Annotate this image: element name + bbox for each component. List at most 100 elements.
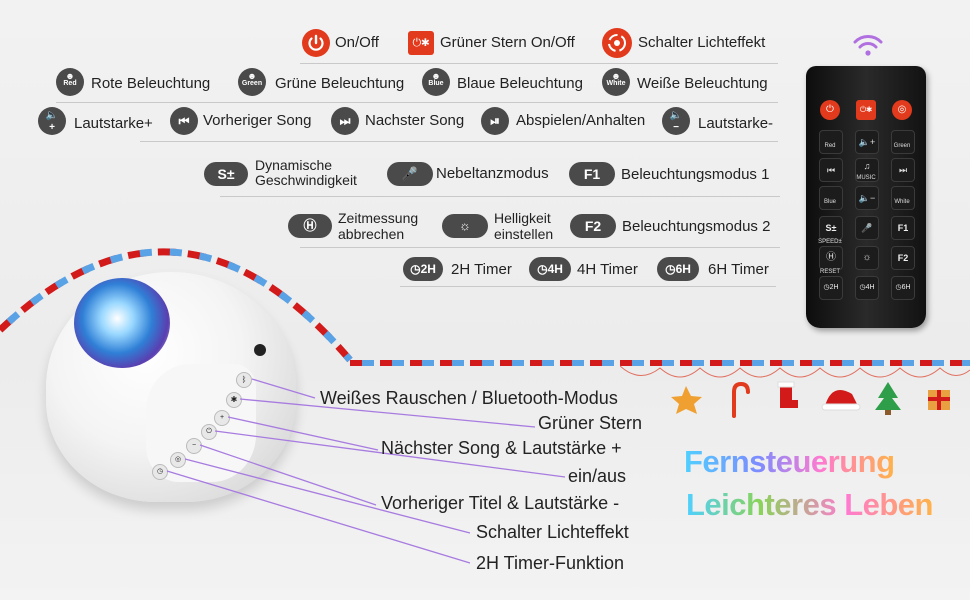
pill-text: 4H (547, 262, 563, 276)
divider (300, 63, 778, 64)
legend-label: Nebeltanzmodus (436, 165, 549, 182)
remote-tag: S± (825, 223, 837, 233)
white-light-icon: ☻White (602, 68, 630, 96)
remote-next-button[interactable]: ⏭ (891, 158, 915, 182)
divider (220, 196, 780, 197)
green-light-icon: ☻Green (238, 68, 266, 96)
remote-f1-button[interactable]: F1 (891, 216, 915, 240)
remote-music-button[interactable]: ♫MUSIC (855, 158, 879, 182)
icon-tag: Red (63, 80, 77, 87)
power-icon (302, 29, 330, 57)
divider (400, 286, 776, 287)
stocking-icon (780, 384, 792, 402)
legend-label: Beleuchtungsmodus 1 (621, 166, 770, 183)
timer-cancel-icon: Ⓗ (288, 214, 332, 238)
legend-label: 2H Timer (451, 261, 512, 278)
remote-speed-button[interactable]: S± (819, 216, 843, 240)
legend-label: 6H Timer (708, 261, 769, 278)
blue-light-icon: ☻Blue (422, 68, 450, 96)
remote-red-button[interactable]: Red (819, 130, 843, 154)
remote-reset-label: RESET (819, 269, 840, 275)
legend-label: 4H Timer (577, 261, 638, 278)
remote-tag: F1 (897, 223, 909, 233)
callout-previous: Vorheriger Titel & Lautstärke - (381, 493, 620, 513)
remote-nebula-button[interactable]: 🎤 (855, 216, 879, 240)
remote-green-button[interactable]: Green (891, 130, 915, 154)
candy-cane-icon (732, 381, 750, 418)
remote-light-effect-button[interactable]: ◎ (892, 100, 912, 120)
remote-tag: Red (824, 143, 836, 149)
device-button-previous[interactable]: − (186, 438, 202, 454)
remote-tag: MUSIC (856, 175, 876, 181)
wifi-icon (853, 35, 883, 56)
remote-f2-button[interactable]: F2 (891, 246, 915, 270)
callout-light-effect: Schalter Lichteffekt (476, 522, 629, 542)
legend-label: Lautstarke+ (74, 115, 153, 132)
callout-bluetooth: Weißes Rauschen / Bluetooth-Modus (320, 388, 618, 408)
legend-label: Schalter Lichteffekt (638, 34, 766, 51)
remote-power-button[interactable]: ⏻ (820, 100, 840, 120)
timer-2h-icon: ◷2H (403, 257, 443, 281)
f2-icon: F2 (570, 214, 616, 238)
projector-lens (74, 278, 170, 368)
remote-green-star-button[interactable]: ⏻✱ (856, 100, 876, 120)
remote-4h-button[interactable]: ◷4H (855, 276, 879, 300)
green-star-icon: ⏻✱ (408, 31, 434, 55)
legend-label: Lautstarke- (698, 115, 774, 132)
legend-label: Vorheriger Song (203, 112, 312, 129)
remote-volume-up-button[interactable]: 🔈+ (855, 130, 879, 154)
remote-2h-button[interactable]: ◷2H (819, 276, 843, 300)
headline-line-1: Fernsteuerung (684, 444, 895, 479)
play-pause-icon: ⏯ (481, 107, 509, 135)
legend-label: abbrechen (338, 226, 405, 242)
light-effect-icon (602, 28, 632, 58)
remote-volume-down-button[interactable]: 🔈− (855, 186, 879, 210)
callout-green-star: Grüner Stern (538, 413, 643, 433)
legend-label: Grüner Stern On/Off (440, 34, 575, 51)
remote-speed-label: SPEED± (818, 239, 842, 245)
remote-tag: 2H (829, 284, 839, 291)
divider (140, 141, 778, 142)
star-icon (671, 386, 702, 414)
device-button-bluetooth[interactable]: ᛒ (236, 372, 252, 388)
remote-control: ⏻ ⏻✱ ◎ Red 🔈+ Green ⏮ ♫MUSIC ⏭ Blue 🔈− W… (806, 66, 926, 328)
santa-hat-icon (825, 390, 858, 406)
remote-tag: Blue (823, 199, 836, 205)
icon-tag: Blue (428, 80, 444, 87)
previous-icon: ⏮ (170, 107, 198, 135)
remote-white-button[interactable]: White (891, 186, 915, 210)
legend-label: Helligkeit (494, 210, 551, 226)
legend-label: Nachster Song (365, 112, 465, 129)
callout-timer: 2H Timer-Funktion (476, 553, 625, 573)
legend-label: Beleuchtungsmodus 2 (622, 218, 771, 235)
legend-label: Abspielen/Anhalten (516, 112, 646, 129)
legend-label: Geschwindigkeit (255, 172, 357, 188)
callout-next-song: Nächster Song & Lautstärke + (381, 438, 622, 458)
brightness-icon: ☼ (442, 214, 488, 238)
remote-previous-button[interactable]: ⏮ (819, 158, 843, 182)
speed-icon: S± (204, 162, 248, 186)
device-button-light-effect[interactable]: ◎ (170, 452, 186, 468)
remote-tag: 4H (865, 284, 875, 291)
remote-tag: F2 (897, 253, 909, 263)
device-button-timer[interactable]: ◷ (152, 464, 168, 480)
remote-6h-button[interactable]: ◷6H (891, 276, 915, 300)
remote-blue-button[interactable]: Blue (819, 186, 843, 210)
device-button-star[interactable]: ✱ (226, 392, 242, 408)
projector-port (254, 344, 266, 356)
device-button-next[interactable]: + (214, 410, 230, 426)
remote-tag: Green (893, 143, 911, 149)
remote-brightness-button[interactable]: ☼ (855, 246, 879, 270)
device-button-power[interactable]: ⏻ (201, 424, 217, 440)
icon-tag: Green (241, 80, 263, 87)
legend-label: Rote Beleuchtung (91, 75, 211, 92)
icon-tag: White (606, 80, 626, 87)
remote-reset-button[interactable]: Ⓗ (819, 246, 843, 270)
legend-label: einstellen (494, 226, 554, 242)
legend-label: Zeitmessung (338, 210, 419, 226)
f1-icon: F1 (569, 162, 615, 186)
legend-label: Weiße Beleuchtung (637, 75, 768, 92)
timer-6h-icon: ◷6H (657, 257, 699, 281)
divider (300, 247, 780, 248)
